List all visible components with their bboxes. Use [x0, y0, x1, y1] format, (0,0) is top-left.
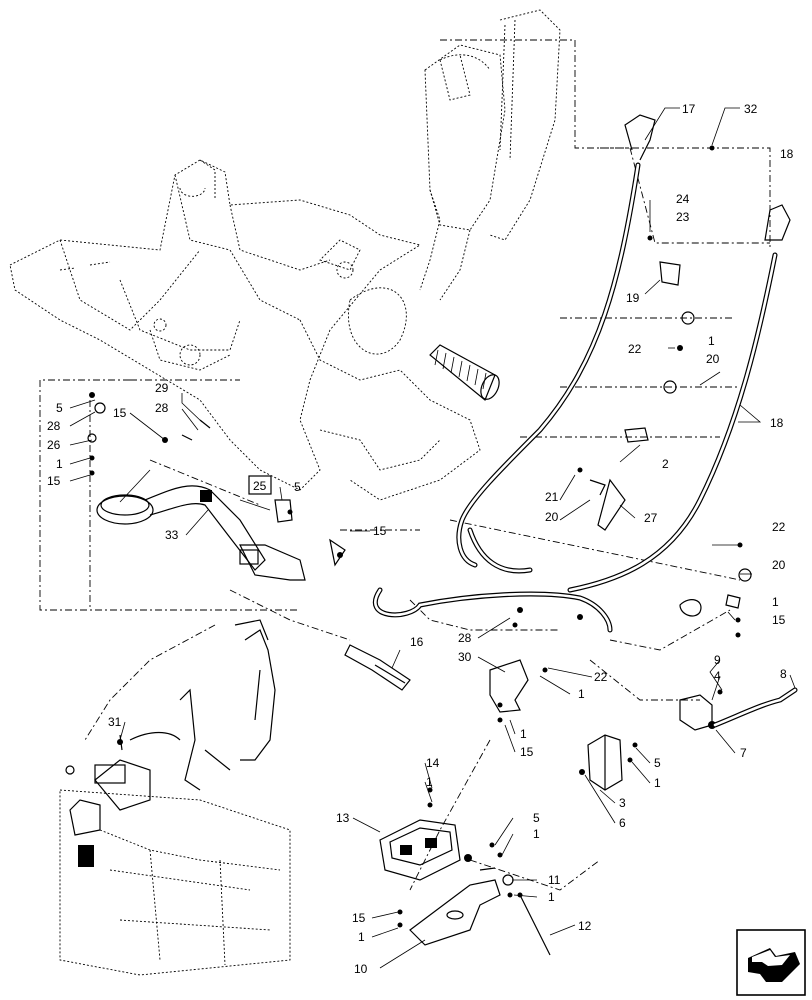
callout-3: 3 [619, 796, 626, 810]
callout-4: 4 [714, 669, 721, 683]
callout-15: 15 [772, 613, 786, 627]
callout-18: 18 [770, 416, 784, 430]
bolt-12 [517, 892, 551, 956]
callout-1: 1 [56, 457, 63, 471]
callout-29: 29 [155, 381, 169, 395]
callout-20: 20 [706, 352, 720, 366]
callout-24: 24 [676, 192, 690, 206]
callout-15: 15 [520, 745, 534, 759]
callout-5: 5 [294, 480, 301, 494]
callout-13: 13 [336, 811, 350, 825]
heater-hose-loop [372, 527, 613, 633]
callout-15: 15 [352, 911, 366, 925]
callout-20: 20 [772, 558, 786, 572]
callout-1: 1 [426, 775, 433, 789]
callout-23: 23 [676, 210, 690, 224]
callout-30: 30 [458, 650, 472, 664]
callout-5: 5 [56, 401, 63, 415]
leader-lines [69, 107, 796, 969]
callout-5: 5 [654, 756, 661, 770]
next-page-arrow-icon[interactable] [736, 929, 806, 996]
callout-6: 6 [619, 816, 626, 830]
callout-1: 1 [548, 890, 555, 904]
bracket-30 [489, 659, 529, 713]
callout-25: 25 [253, 479, 267, 493]
callout-32: 32 [744, 102, 758, 116]
mounting-plate-10 [409, 867, 501, 946]
callout-1: 1 [533, 827, 540, 841]
callout-25-box [248, 475, 272, 495]
callout-11: 11 [548, 873, 561, 887]
small-hardware [87, 145, 752, 928]
callout-2: 2 [662, 457, 669, 471]
callout-labels: 17 32 18 24 23 19 22 1 20 18 2 21 20 27 … [47, 102, 794, 976]
callout-19: 19 [626, 291, 640, 305]
callout-22: 22 [594, 670, 608, 684]
assembly-boundary-lines [39, 39, 771, 891]
callout-8: 8 [780, 667, 787, 681]
callout-20: 20 [545, 510, 559, 524]
corrugated-intake-hose [429, 344, 500, 401]
coolant-hose-18 [567, 204, 791, 593]
callout-18: 18 [780, 147, 794, 161]
callout-1: 1 [772, 595, 779, 609]
callout-27: 27 [644, 511, 658, 525]
callout-1: 1 [578, 687, 585, 701]
callout-1: 1 [520, 727, 527, 741]
callout-26: 26 [47, 438, 61, 452]
callout-28: 28 [47, 419, 61, 433]
callout-15: 15 [113, 406, 127, 420]
callout-31: 31 [108, 715, 122, 729]
callout-33: 33 [165, 528, 179, 542]
callout-1: 1 [358, 930, 365, 944]
pump-module-13 [379, 819, 472, 881]
callout-5: 5 [533, 811, 540, 825]
lever-assembly-16 [344, 644, 411, 691]
callout-7: 7 [740, 746, 747, 760]
callout-1: 1 [708, 334, 715, 348]
exhaust-canister [419, 9, 561, 301]
callout-9: 9 [714, 653, 721, 667]
callout-17: 17 [682, 102, 696, 116]
callout-16: 16 [410, 635, 424, 649]
callout-21: 21 [545, 490, 559, 504]
callout-22: 22 [772, 520, 786, 534]
callout-15: 15 [47, 474, 61, 488]
bracket-3 [587, 734, 623, 791]
callout-28: 28 [155, 401, 169, 415]
callout-1: 1 [654, 776, 661, 790]
tank-pipes [129, 619, 276, 791]
coolant-hose-17 [456, 114, 656, 568]
fuel-tank [59, 734, 291, 976]
callout-14: 14 [426, 756, 440, 770]
chassis-frame [9, 159, 481, 501]
callout-15: 15 [373, 524, 387, 538]
filler-neck-assembly [96, 485, 306, 581]
callout-10: 10 [354, 962, 368, 976]
valve-assembly [679, 687, 798, 731]
callout-12: 12 [578, 919, 592, 933]
callout-28: 28 [458, 631, 472, 645]
callout-22: 22 [628, 342, 642, 356]
